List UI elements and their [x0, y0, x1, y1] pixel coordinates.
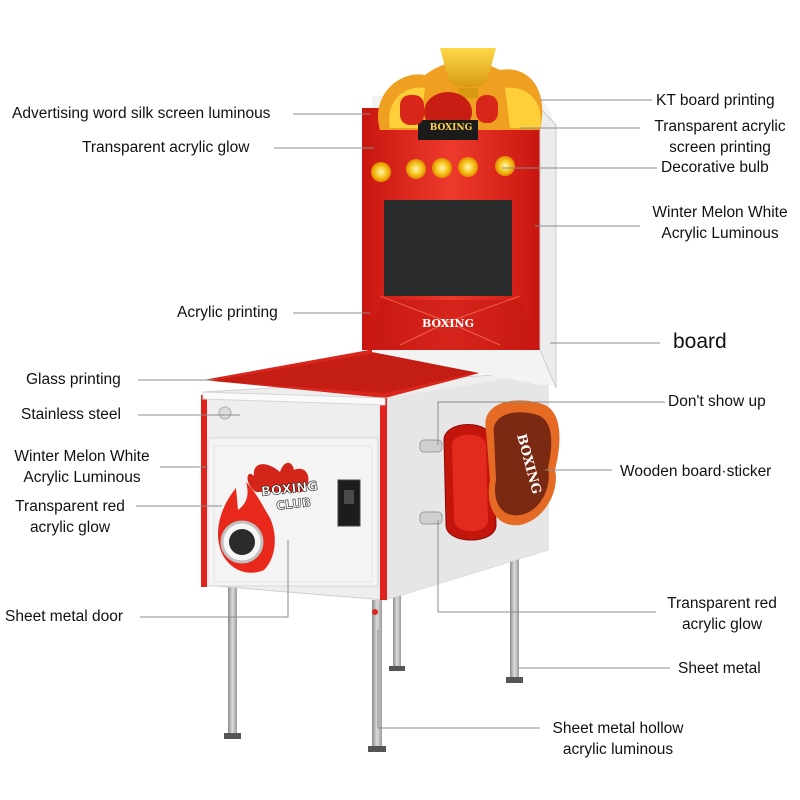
label-transparent-red-left-line1: Transparent red — [15, 498, 125, 515]
label-winter-melon-right-line2: Acrylic Luminous — [661, 225, 779, 242]
label-dont-show-up: Don't show up — [668, 393, 766, 410]
label-sheet-metal: Sheet metal — [678, 660, 761, 677]
label-stainless-steel: Stainless steel — [21, 406, 121, 423]
label-transparent-red-left: Transparent red acrylic glow — [6, 496, 134, 538]
label-transparent-acrylic-glow: Transparent acrylic glow — [82, 139, 250, 156]
front-panel-decal — [217, 462, 361, 573]
label-sheet-metal-hollow: Sheet metal hollow acrylic luminous — [542, 718, 694, 760]
label-winter-melon-left-line2: Acrylic Luminous — [23, 469, 141, 486]
label-advertising-word: Advertising word silk screen luminous — [12, 105, 271, 122]
label-transparent-red-right-line1: Transparent red — [667, 595, 777, 612]
label-transparent-acrylic-screen: Transparent acrylic screen printing — [642, 116, 798, 158]
legs — [224, 540, 523, 752]
label-board: board — [673, 330, 727, 353]
label-winter-melon-left: Winter Melon White Acrylic Luminous — [4, 446, 160, 488]
label-winter-melon-left-line1: Winter Melon White — [14, 448, 150, 465]
label-sheet-metal-hollow-line1: Sheet metal hollow — [552, 720, 684, 737]
label-kt-board: KT board printing — [656, 92, 775, 109]
label-transparent-red-right-line2: acrylic glow — [681, 616, 763, 633]
leader-lines — [136, 99, 670, 729]
label-transparent-acrylic-screen-line2: screen printing — [669, 139, 771, 156]
label-acrylic-printing: Acrylic printing — [177, 304, 278, 321]
decorative-bulbs — [371, 156, 515, 182]
label-glass-printing: Glass printing — [26, 371, 121, 388]
label-transparent-red-left-line2: acrylic glow — [29, 519, 111, 536]
side-sign — [485, 400, 560, 526]
label-decorative-bulb: Decorative bulb — [661, 159, 769, 176]
label-wooden-board-sticker: Wooden board·sticker — [620, 463, 772, 480]
label-transparent-acrylic-screen-line1: Transparent acrylic — [654, 118, 786, 135]
label-sheet-metal-hollow-line2: acrylic luminous — [562, 741, 674, 758]
label-sheet-metal-door: Sheet metal door — [5, 608, 124, 625]
boxing-glove — [419, 424, 497, 541]
label-winter-melon-right: Winter Melon White Acrylic Luminous — [642, 202, 798, 244]
label-transparent-red-right: Transparent red acrylic glow — [656, 593, 788, 635]
label-winter-melon-right-line1: Winter Melon White — [652, 204, 788, 221]
topper — [378, 48, 543, 140]
